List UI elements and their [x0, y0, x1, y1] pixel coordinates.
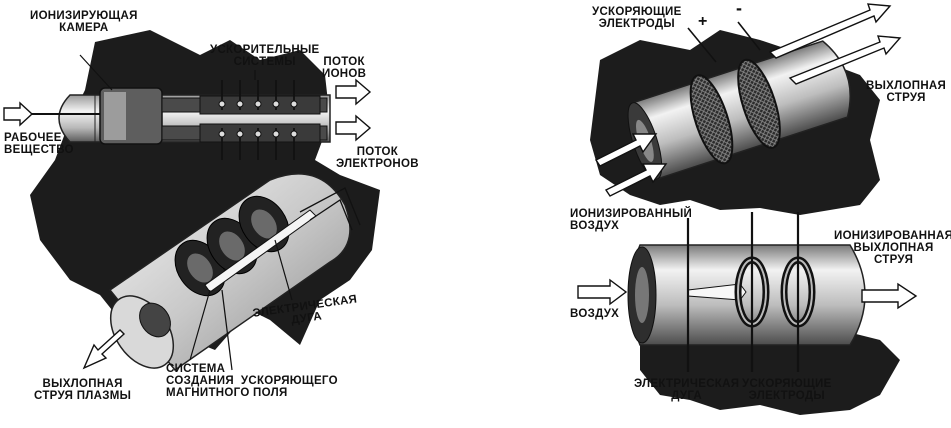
label-electric-arc-right: ЭЛЕКТРИЧЕСКАЯ ДУГА — [634, 378, 740, 402]
label-plus: + — [698, 13, 708, 30]
label-air: ВОЗДУХ — [570, 308, 620, 320]
electron-flow-arrow — [335, 114, 372, 142]
label-magnetic-system: СИСТЕМА СОЗДАНИЯ УСКОРЯЮЩЕГО МАГНИТНОГО … — [166, 363, 338, 399]
air-arc-engine — [627, 212, 866, 372]
ion-flow-arrow — [335, 78, 372, 106]
accelerating-electrode-minus — [737, 58, 781, 149]
label-plasma-exhaust: ВЫХЛОПНАЯ СТРУЯ ПЛАЗМЫ — [34, 378, 132, 402]
exhaust-jet-arrows — [768, 3, 902, 85]
label-ionized-exhaust: ИОНИЗИРОВАННАЯ ВЫХЛОПНАЯ СТРУЯ — [834, 230, 951, 266]
label-minus: - — [736, 0, 743, 18]
plasma-engine-cylinder — [108, 173, 361, 372]
label-ion-flow: ПОТОК ИОНОВ — [322, 56, 367, 80]
ionized-air-arrow-2 — [604, 163, 668, 197]
label-accel-systems: УСКОРИТЕЛЬНЫЕ СИСТЕМЫ — [210, 44, 320, 68]
label-accel-electrodes-top: УСКОРЯЮЩИЕ ЭЛЕКТРОДЫ — [592, 6, 682, 30]
ionized-exhaust-arrow — [861, 282, 918, 310]
working-substance-arrow — [3, 101, 34, 127]
left-ion-engine-diagram — [3, 30, 380, 372]
label-ionized-air: ИОНИЗИРОВАННЫЙ ВОЗДУХ — [570, 208, 693, 232]
ionized-air-arrow-1 — [594, 133, 658, 167]
label-ionizing-chamber: ИОНИЗИРУЮЩАЯ КАМЕРА — [30, 10, 138, 34]
label-working-substance: РАБОЧЕЕ ВЕЩЕСТВО — [4, 132, 74, 156]
air-intake-arrow — [577, 278, 628, 306]
right-air-engine-diagram — [577, 3, 918, 415]
label-accel-electrodes-bottom: УСКОРЯЮЩИЕ ЭЛЕКТРОДЫ — [742, 378, 832, 402]
accelerating-electrode-plus — [689, 74, 734, 165]
plasma-exhaust-arrow — [82, 329, 126, 370]
label-electron-flow: ПОТОК ЭЛЕКТРОНОВ — [336, 146, 419, 170]
ion-engine-tube — [32, 80, 331, 160]
label-exhaust-jet: ВЫХЛОПНАЯ СТРУЯ — [866, 80, 947, 104]
